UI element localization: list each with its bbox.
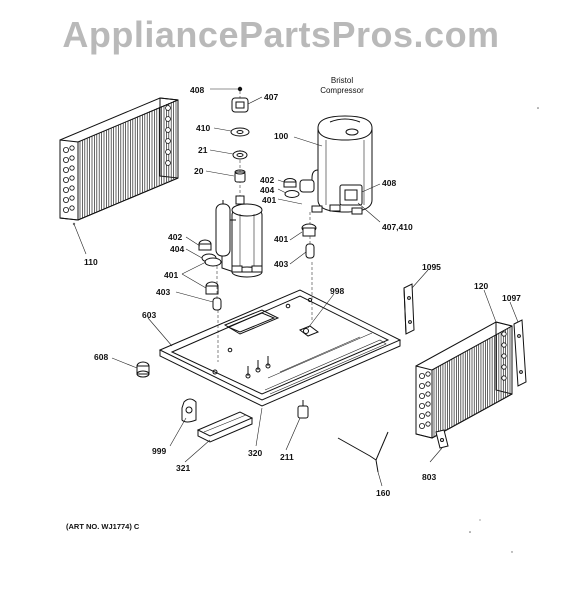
callout-1097: 1097 <box>502 293 521 303</box>
callout-21: 21 <box>198 145 208 155</box>
callout-608: 608 <box>94 352 109 362</box>
callout-408-top: 408 <box>190 85 205 95</box>
plate-321 <box>196 411 254 443</box>
coil-110 <box>59 97 179 221</box>
callout-160: 160 <box>376 488 391 498</box>
callout-403-left: 403 <box>156 287 171 297</box>
rod-160 <box>337 431 389 473</box>
leader-lines <box>73 88 519 487</box>
callout-100: 100 <box>274 131 289 141</box>
callout-403-mid: 403 <box>274 259 289 269</box>
specks <box>72 107 539 553</box>
compressor-rotary <box>215 150 263 278</box>
bracket-999 <box>181 398 197 423</box>
watermark-text: AppliancePartsPros.com <box>62 14 500 55</box>
callout-321: 321 <box>176 463 191 473</box>
callout-402-right: 402 <box>260 175 275 185</box>
callout-211: 211 <box>280 452 294 462</box>
bracket-1095 <box>403 283 415 335</box>
callout-401-left: 401 <box>164 270 179 280</box>
callout-402-left: 402 <box>168 232 183 242</box>
callout-407-410: 407,410 <box>382 222 413 232</box>
callout-407: 407 <box>264 92 279 102</box>
callout-320: 320 <box>248 448 263 458</box>
art-number: (ART NO. WJ1774) C <box>66 522 140 531</box>
compressor-note-line1: Bristol <box>330 76 354 85</box>
compressor-note-line2: Compressor <box>320 86 364 95</box>
callout-999: 999 <box>152 446 167 456</box>
callout-20: 20 <box>194 166 204 176</box>
compressor-100 <box>283 115 373 259</box>
callout-803: 803 <box>422 472 437 482</box>
callout-404-left: 404 <box>170 244 185 254</box>
callout-401-right: 401 <box>262 195 277 205</box>
callout-1095: 1095 <box>422 262 441 272</box>
coil-120 <box>415 319 527 439</box>
small-parts <box>198 86 250 311</box>
base-pan-603 <box>158 262 402 407</box>
bracket-803 <box>435 429 449 449</box>
callout-401-mid: 401 <box>274 234 289 244</box>
callout-110: 110 <box>84 257 98 267</box>
callout-410: 410 <box>196 123 211 133</box>
callout-998: 998 <box>330 286 345 296</box>
callout-120: 120 <box>474 281 489 291</box>
compressor-note: Bristol Compressor <box>312 76 372 96</box>
part-608 <box>136 361 150 378</box>
callout-408-right: 408 <box>382 178 397 188</box>
callout-603: 603 <box>142 310 157 320</box>
callout-404-right: 404 <box>260 185 275 195</box>
clip-211 <box>297 400 309 419</box>
